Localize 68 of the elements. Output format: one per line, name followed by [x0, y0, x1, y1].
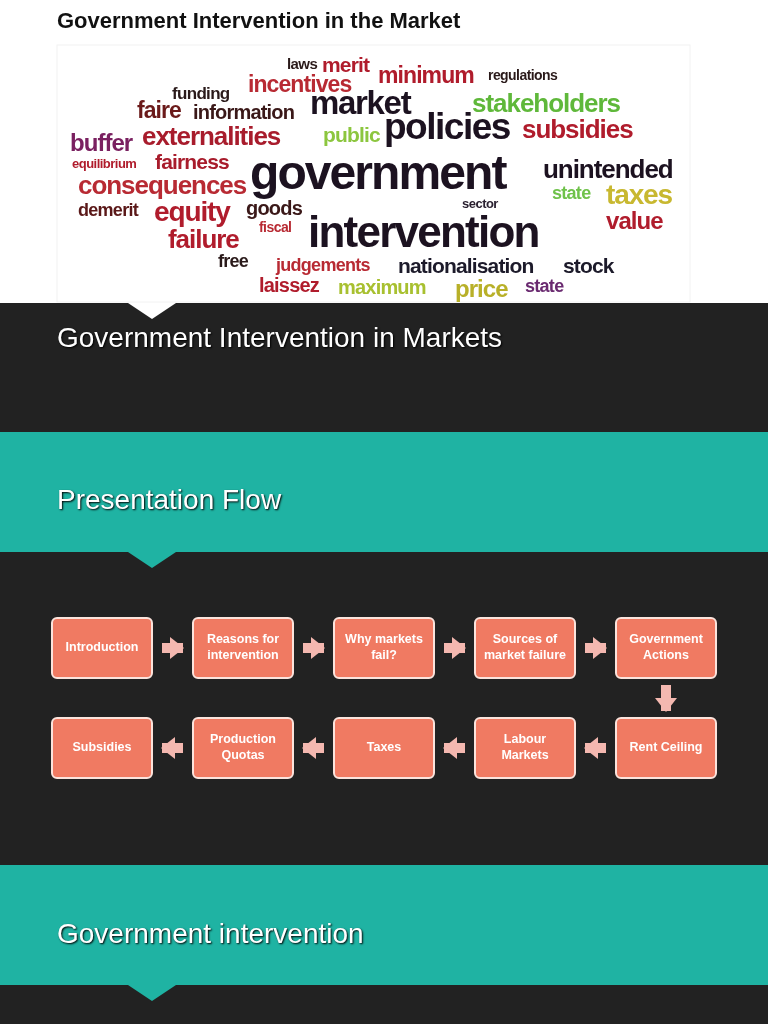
- process-box: [333, 617, 435, 679]
- word-cloud-word: fiscal: [259, 220, 292, 234]
- slide-heading: Government intervention: [57, 918, 364, 950]
- process-box: [51, 717, 153, 779]
- box-label: Subsidies: [71, 740, 133, 756]
- word-cloud-word: judgements: [276, 256, 370, 274]
- word-cloud-word: nationalisation: [398, 255, 534, 276]
- process-box: [474, 717, 576, 779]
- slide-heading: Presentation Flow: [57, 484, 282, 516]
- word-cloud-word: stakeholders: [472, 90, 620, 116]
- word-cloud-word: public: [323, 124, 380, 145]
- arrow: [161, 737, 183, 759]
- process-box: [615, 617, 717, 679]
- word-cloud-word: stock: [563, 255, 614, 276]
- word-cloud-word: sector: [462, 197, 498, 210]
- box-label: Taxes: [365, 740, 403, 756]
- process-box: [615, 717, 717, 779]
- process-box: [474, 617, 576, 679]
- word-cloud-word: consequences: [78, 172, 247, 198]
- process-box: [192, 717, 294, 779]
- arrow: [444, 637, 466, 659]
- box-label: Labour Markets: [500, 732, 550, 764]
- box-label: Sources of market failure: [483, 632, 567, 664]
- word-cloud-word: taxes: [606, 181, 672, 209]
- box-label: Introduction: [64, 640, 140, 656]
- arrow: [655, 685, 677, 712]
- box-label: Why markets fail?: [344, 632, 424, 664]
- word-cloud-word: maximum: [338, 277, 426, 297]
- arrow: [584, 737, 606, 759]
- word-cloud-word: state: [552, 184, 591, 202]
- arrow: [302, 737, 324, 759]
- box-label: Rent Ceiling: [628, 740, 704, 756]
- word-cloud-word: equilibrium: [72, 157, 137, 170]
- arrow: [443, 737, 465, 759]
- word-cloud-word: state: [525, 277, 564, 295]
- word-cloud-word: externalities: [142, 123, 281, 149]
- word-cloud-word: laissez: [259, 275, 319, 295]
- arrow: [162, 637, 184, 659]
- word-cloud-word: buffer: [70, 131, 133, 155]
- word-cloud-word: laws: [287, 56, 318, 71]
- word-cloud-word: fairness: [155, 151, 229, 172]
- word-cloud-word: government: [250, 149, 506, 197]
- word-cloud-word: value: [606, 209, 663, 233]
- process-box: [333, 717, 435, 779]
- word-cloud-word: subsidies: [522, 116, 633, 142]
- word-cloud-word: failure: [168, 226, 239, 252]
- word-cloud-word: faire: [137, 99, 181, 122]
- page-title: Government Intervention in the Market: [57, 8, 461, 34]
- word-cloud-word: information: [193, 102, 295, 122]
- word-cloud-word: free: [218, 252, 249, 270]
- box-label: Government Actions: [628, 632, 704, 664]
- arrow: [585, 637, 607, 659]
- word-cloud-word: minimum: [378, 64, 474, 87]
- word-cloud-word: price: [455, 277, 508, 301]
- word-cloud-word: funding: [172, 85, 230, 102]
- process-box: [192, 617, 294, 679]
- word-cloud-word: equity: [154, 198, 230, 226]
- slide-heading: Government Intervention in Markets: [57, 322, 503, 354]
- word-cloud-word: goods: [246, 198, 302, 218]
- box-label: Production Quotas: [209, 732, 277, 764]
- word-cloud-word: demerit: [78, 201, 138, 219]
- word-cloud-word: regulations: [488, 68, 558, 82]
- arrow: [303, 637, 325, 659]
- word-cloud-word: unintended: [543, 156, 673, 182]
- box-label: Reasons for intervention: [205, 632, 281, 664]
- word-cloud-word: intervention: [308, 210, 539, 254]
- process-box: [51, 617, 153, 679]
- word-cloud-word: merit: [322, 54, 370, 75]
